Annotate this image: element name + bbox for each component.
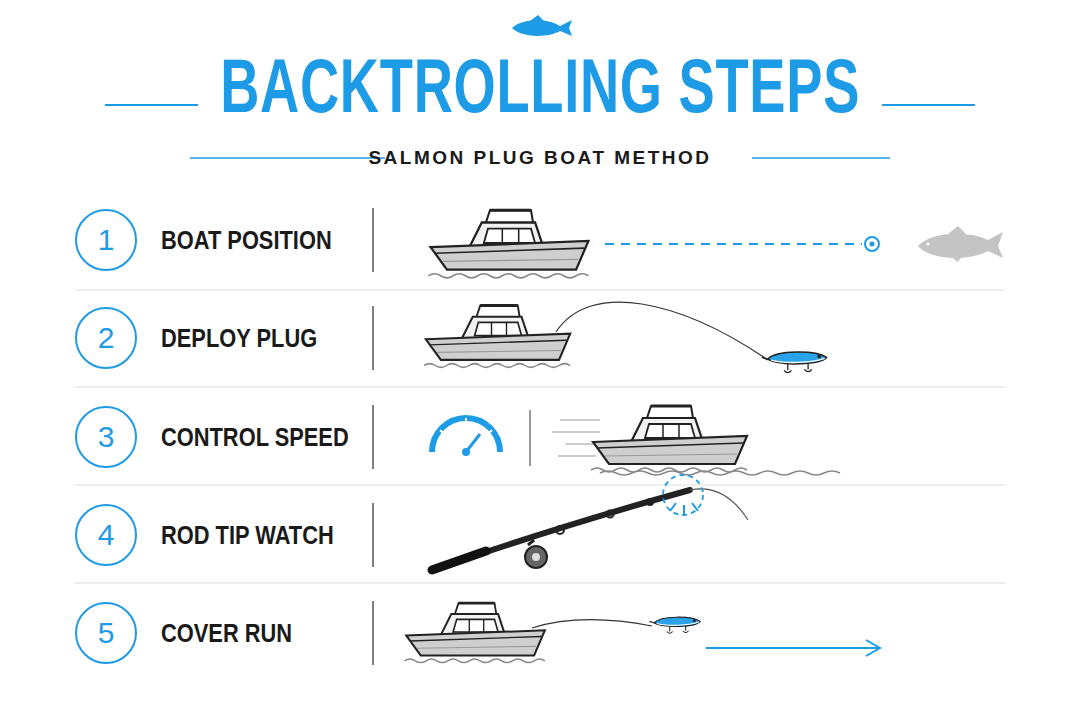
subtitle-wrap: SALMON PLUG BOAT METHOD [0, 147, 1080, 169]
step-label: DEPLOY PLUG [161, 323, 317, 354]
deploy-plug-illustration [424, 302, 827, 373]
step-row: 1 BOAT POSITION [75, 209, 364, 271]
step-row: 3 CONTROL SPEED [75, 406, 384, 468]
step-number: 3 [98, 422, 115, 452]
step-circle: 2 [75, 307, 137, 369]
subtitle: SALMON PLUG BOAT METHOD [368, 147, 711, 169]
rod-tip-illustration [432, 475, 748, 570]
step-row: 5 COVER RUN [75, 602, 317, 664]
step-label: COVER RUN [161, 618, 292, 649]
cover-run-illustration [405, 603, 881, 662]
control-speed-illustration [432, 406, 840, 475]
step-row: 2 DEPLOY PLUG [75, 307, 347, 369]
title: BACKTROLLING STEPS [220, 48, 860, 124]
step-label: ROD TIP WATCH [161, 520, 334, 551]
step-label: BOAT POSITION [161, 225, 332, 256]
step-circle: 1 [75, 209, 137, 271]
step-circle: 5 [75, 602, 137, 664]
step-label: CONTROL SPEED [161, 422, 349, 453]
boat-position-illustration [429, 210, 1004, 278]
row-separators [75, 290, 1005, 583]
step-row: 4 ROD TIP WATCH [75, 504, 367, 566]
step-number: 4 [98, 520, 115, 550]
step-number: 1 [98, 225, 115, 255]
step-circle: 4 [75, 504, 137, 566]
step-circle: 3 [75, 406, 137, 468]
title-wrap: BACKTROLLING STEPS [0, 48, 1080, 124]
step-number: 2 [98, 323, 115, 353]
column-dividers [372, 208, 374, 665]
fish-icon [512, 15, 572, 36]
step-number: 5 [98, 618, 115, 648]
